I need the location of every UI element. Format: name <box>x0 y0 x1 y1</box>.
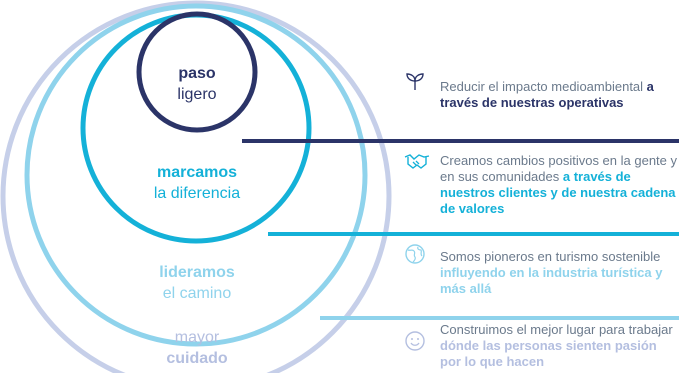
item-text: Construimos el mejor lugar para trabajar <box>440 322 673 337</box>
item-tourism: Somos pioneros en turismo sostenible inf… <box>440 249 679 297</box>
circle-label-light: la diferencia <box>153 185 241 202</box>
circle-label-marcamos: marcamos la diferencia <box>117 162 277 204</box>
item-text: Reducir el impacto medioambiental <box>440 79 647 94</box>
circle-label-paso: paso ligero <box>117 63 277 105</box>
circle-label-bold: lideramos <box>159 264 235 281</box>
circle-label-bold: marcamos <box>156 164 238 181</box>
globe-icon <box>405 244 425 264</box>
smiley-icon <box>405 331 425 351</box>
circle-outer <box>0 0 392 373</box>
sprout-icon <box>406 73 424 90</box>
item-highlight: dónde las personas sienten pasión por lo… <box>440 338 657 369</box>
item-environment: Reducir el impacto medioambiental a trav… <box>440 79 679 111</box>
item-text: Somos pioneros en turismo sostenible <box>440 249 661 264</box>
item-text: Creamos cambios positivos en la gente y … <box>440 153 678 184</box>
circle-label-bold: cuidado <box>166 350 228 367</box>
handshake-icon <box>404 154 430 169</box>
item-highlight: influyendo en la industria turística y m… <box>440 265 663 296</box>
circle-label-light: el camino <box>162 285 232 302</box>
item-community: Creamos cambios positivos en la gente y … <box>440 153 679 217</box>
circle-inner <box>136 11 258 133</box>
circle-label-lideramos: lideramos el camino <box>117 262 277 304</box>
circle-label-mayor: mayor cuidado <box>117 327 277 369</box>
circle-label-light: ligero <box>177 86 217 103</box>
item-workplace: Construimos el mejor lugar para trabajar… <box>440 322 679 370</box>
circle-third <box>24 3 368 347</box>
circle-label-light: mayor <box>174 329 220 346</box>
circle-label-bold: paso <box>178 65 216 82</box>
item-highlight: a través de nuestras operativas <box>440 79 654 110</box>
item-highlight: a través de nuestros clientes y de nuest… <box>440 169 676 216</box>
